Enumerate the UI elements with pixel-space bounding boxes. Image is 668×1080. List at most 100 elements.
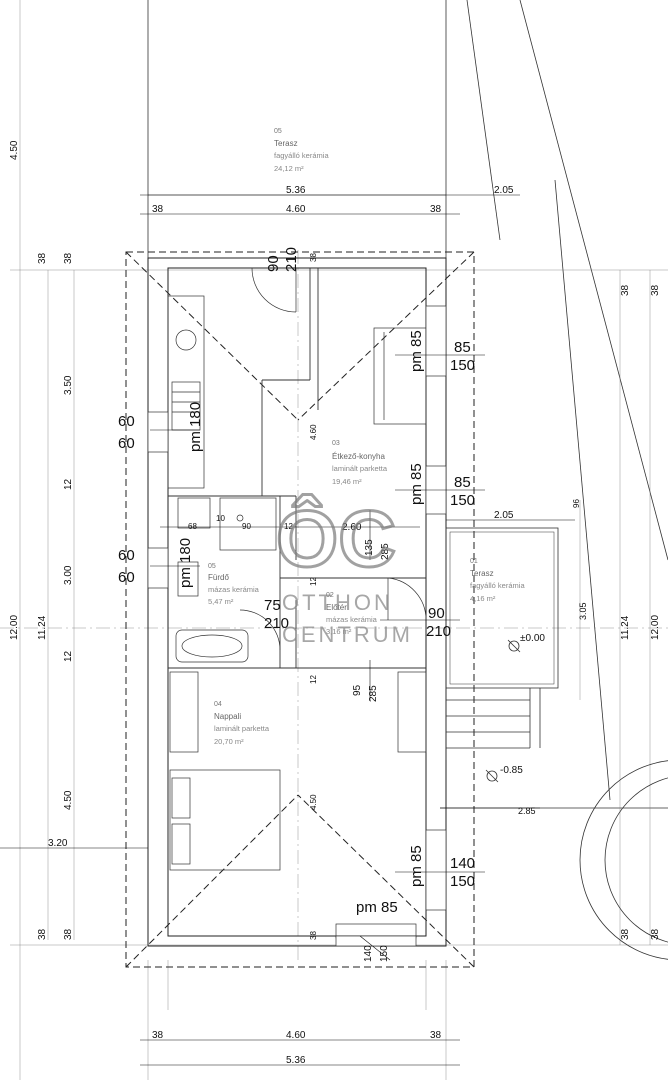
svg-text:210: 210 <box>426 623 451 640</box>
svg-text:150: 150 <box>450 357 475 374</box>
svg-text:3.05: 3.05 <box>578 602 588 620</box>
svg-text:12: 12 <box>284 522 293 531</box>
svg-text:pm 180: pm 180 <box>187 402 204 452</box>
watermark-logo: ÔC OTTHON CENTRUM <box>275 493 413 648</box>
svg-text:05: 05 <box>208 563 216 570</box>
svg-text:Étkező-konyha: Étkező-konyha <box>332 452 385 461</box>
svg-text:fagyálló kerámia: fagyálló kerámia <box>274 151 329 160</box>
svg-text:12: 12 <box>63 650 74 662</box>
bathroom-fixtures <box>175 497 277 663</box>
svg-text:Előtér: Előtér <box>326 603 347 612</box>
svg-text:Fürdő: Fürdő <box>208 573 229 582</box>
svg-text:OTTHON: OTTHON <box>282 590 393 615</box>
svg-text:3.50: 3.50 <box>63 375 74 395</box>
svg-text:4.50: 4.50 <box>63 790 74 810</box>
svg-text:38: 38 <box>152 1030 164 1041</box>
roof-outline <box>125 251 475 968</box>
svg-text:85: 85 <box>454 339 471 356</box>
svg-text:60: 60 <box>118 413 135 430</box>
svg-text:5,47 m²: 5,47 m² <box>208 597 234 606</box>
svg-text:5.36: 5.36 <box>286 185 306 196</box>
svg-text:2.85: 2.85 <box>518 806 536 816</box>
svg-text:CENTRUM: CENTRUM <box>282 622 413 647</box>
room-label-kitchen: 03 Étkező-konyha laminált parketta 19,46… <box>332 440 388 486</box>
svg-text:140: 140 <box>450 855 475 872</box>
svg-text:95: 95 <box>352 684 363 696</box>
svg-text:85: 85 <box>454 474 471 491</box>
svg-text:60: 60 <box>118 547 135 564</box>
svg-text:-0.85: -0.85 <box>500 765 523 776</box>
svg-text:210: 210 <box>264 615 289 632</box>
room-label-hall: 02 Előtér mázas kerámia 3,16 m² <box>326 592 378 636</box>
svg-text:2.05: 2.05 <box>494 185 514 196</box>
svg-text:150: 150 <box>450 873 475 890</box>
svg-text:pm 85: pm 85 <box>356 899 398 916</box>
svg-text:38: 38 <box>430 1030 442 1041</box>
level-markers <box>485 639 521 783</box>
svg-text:2.60: 2.60 <box>342 522 362 533</box>
svg-text:38: 38 <box>63 928 74 940</box>
svg-text:Terasz: Terasz <box>470 569 494 578</box>
svg-text:96: 96 <box>572 499 581 508</box>
svg-text:19,46 m²: 19,46 m² <box>332 477 362 486</box>
svg-text:38: 38 <box>63 252 74 264</box>
svg-text:4.50: 4.50 <box>9 140 20 160</box>
svg-text:285: 285 <box>380 543 391 560</box>
svg-text:03: 03 <box>332 440 340 447</box>
svg-text:3.20: 3.20 <box>48 838 68 849</box>
svg-text:38: 38 <box>430 204 442 215</box>
svg-text:210: 210 <box>283 247 300 272</box>
room-label-terrace-side: 01 Terasz fagyálló kerámia 4,16 m² <box>470 558 525 603</box>
svg-text:5.36: 5.36 <box>286 1055 306 1066</box>
svg-text:05: 05 <box>274 128 282 135</box>
svg-text:Terasz: Terasz <box>274 139 298 148</box>
svg-text:38: 38 <box>152 204 164 215</box>
svg-text:mázas kerámia: mázas kerámia <box>326 615 378 624</box>
bed <box>169 769 281 871</box>
svg-text:4,16 m²: 4,16 m² <box>470 594 496 603</box>
svg-text:38: 38 <box>620 928 631 940</box>
svg-text:150: 150 <box>379 945 390 962</box>
svg-text:4.50: 4.50 <box>309 794 318 810</box>
svg-text:60: 60 <box>118 435 135 452</box>
kitchen-counter <box>167 295 205 489</box>
dimension-lines <box>0 194 575 1066</box>
side-terrace <box>445 527 559 760</box>
svg-text:pm 85: pm 85 <box>408 845 425 887</box>
door-swings <box>239 267 427 651</box>
svg-text:4.60: 4.60 <box>286 204 306 215</box>
svg-text:90: 90 <box>265 255 282 272</box>
svg-text:pm 85: pm 85 <box>408 463 425 505</box>
svg-text:11.24: 11.24 <box>620 615 631 640</box>
svg-text:3.00: 3.00 <box>63 565 74 585</box>
top-terrace <box>147 0 501 258</box>
svg-text:90: 90 <box>242 522 251 531</box>
svg-text:285: 285 <box>368 685 379 702</box>
room-label-terrace-top: 05 Terasz fagyálló kerámia 24,12 m² <box>274 128 329 173</box>
svg-text:4.60: 4.60 <box>286 1030 306 1041</box>
svg-text:38: 38 <box>309 253 318 262</box>
svg-text:pm 180: pm 180 <box>177 538 194 588</box>
svg-text:laminált parketta: laminált parketta <box>214 724 270 733</box>
svg-text:12.00: 12.00 <box>650 615 661 640</box>
room-label-living: 04 Nappali laminált parketta 20,70 m² <box>214 701 270 746</box>
svg-text:24,12 m²: 24,12 m² <box>274 164 304 173</box>
svg-text:20,70 m²: 20,70 m² <box>214 737 244 746</box>
svg-text:04: 04 <box>214 701 222 708</box>
svg-text:38: 38 <box>650 284 661 296</box>
svg-text:12: 12 <box>309 675 318 684</box>
svg-text:12: 12 <box>63 478 74 490</box>
svg-text:38: 38 <box>309 931 318 940</box>
svg-text:mázas kerámia: mázas kerámia <box>208 585 260 594</box>
interior-walls <box>168 268 426 669</box>
svg-text:01: 01 <box>470 558 478 565</box>
svg-text:pm 85: pm 85 <box>408 330 425 372</box>
windows <box>147 305 447 947</box>
svg-text:ÔC: ÔC <box>276 494 396 583</box>
svg-text:90: 90 <box>428 605 445 622</box>
svg-text:3,16 m²: 3,16 m² <box>326 627 352 636</box>
round-pool <box>579 760 668 960</box>
svg-text:02: 02 <box>326 592 334 599</box>
